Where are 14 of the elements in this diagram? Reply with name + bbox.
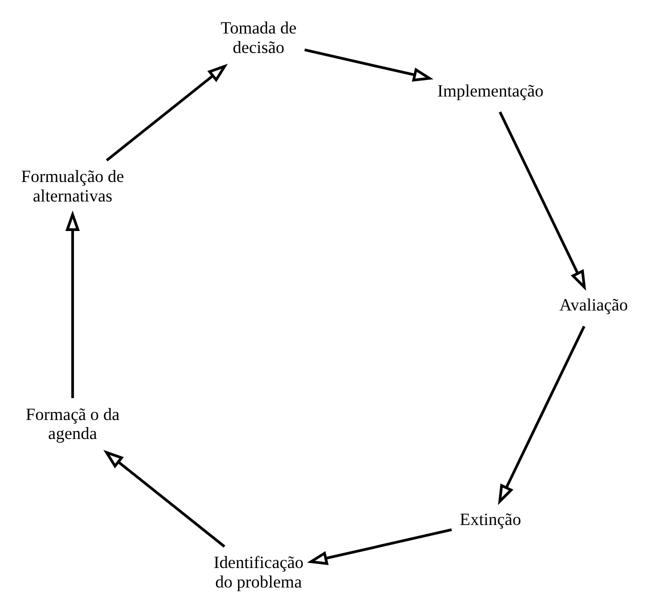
node-text: Formaçã o da agenda bbox=[26, 404, 120, 444]
arrow bbox=[304, 48, 434, 82]
arrow bbox=[307, 528, 452, 566]
arrow bbox=[498, 326, 586, 506]
arrow bbox=[106, 64, 228, 162]
arrow bbox=[103, 450, 226, 548]
node-text: Formualção de alternativas bbox=[21, 166, 124, 206]
node-text: Implementação bbox=[437, 81, 544, 100]
arrow bbox=[65, 210, 80, 398]
node-text: Tomada de decisão bbox=[220, 18, 296, 58]
node-text: Identificação do problema bbox=[214, 553, 304, 592]
node-text: Avaliação bbox=[559, 296, 628, 315]
arrow bbox=[498, 111, 586, 291]
node-text: Extinção bbox=[460, 510, 522, 529]
